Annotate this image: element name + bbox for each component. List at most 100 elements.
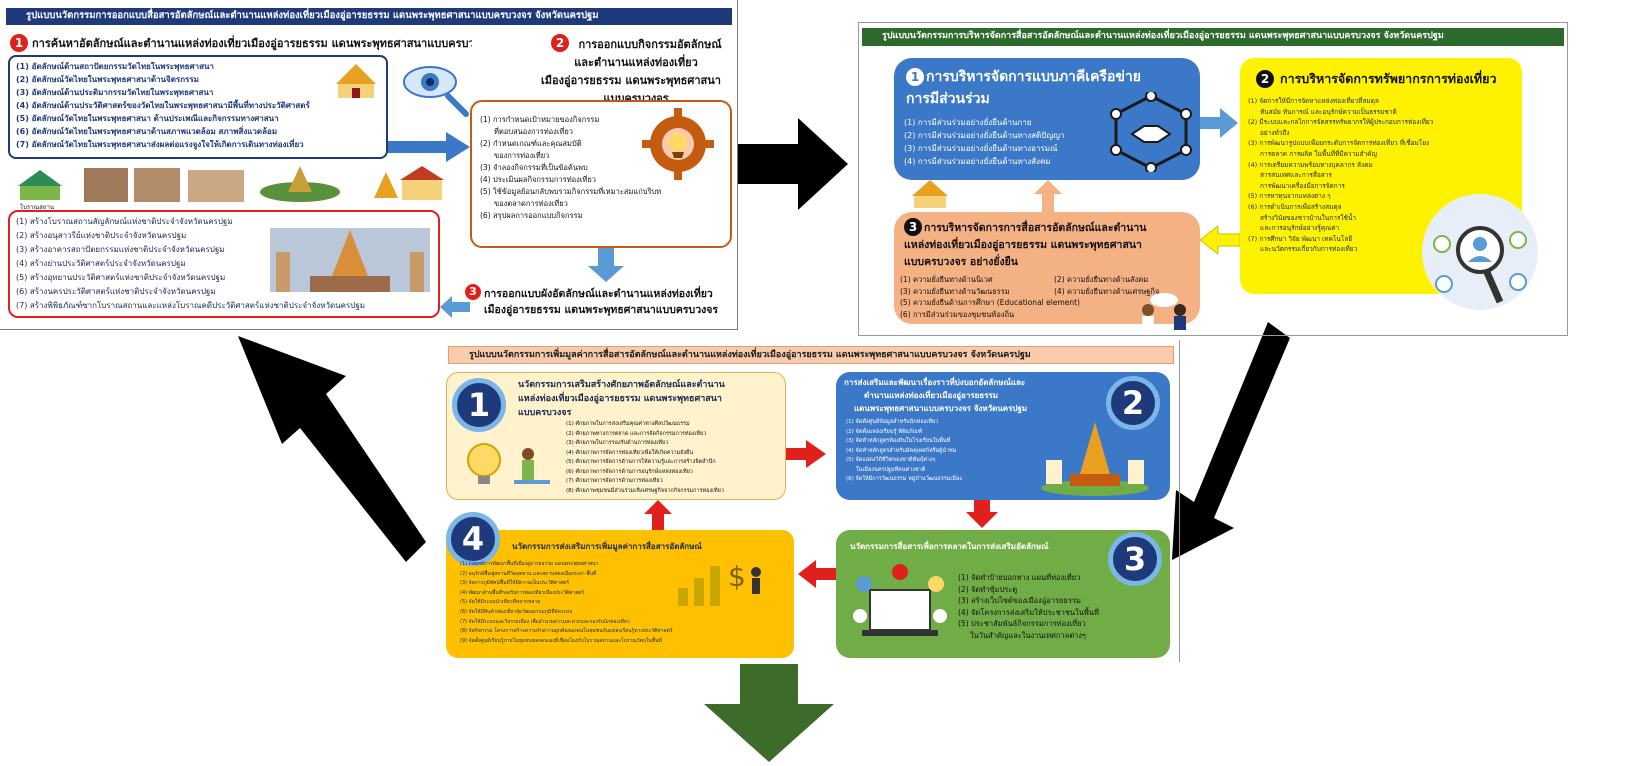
identity-item: (2) อัตลักษณ์วัดไทยในพระพุทธศาสนาด้านจิต… [16, 75, 199, 84]
panel-management [858, 22, 1568, 336]
story-item: ในเมืองนครปฐมที่คนต่างชาติ [856, 466, 926, 473]
money-growth-icon: $ [670, 552, 766, 608]
step-2-title-line: การออกแบบกิจกรรมอัตลักษณ์ [578, 38, 722, 51]
laptop-media-icon [850, 560, 950, 650]
value-add-promotion-box [446, 530, 794, 658]
box-2-badge: 2 [1256, 70, 1274, 88]
heritage-item: (5) สร้างอุทยานประวัติศาสตร์แห่งชาติประจ… [16, 273, 226, 282]
identity-item: (6) อัตลักษณ์วัดไทยในพระพุทธศาสนาด้านสภา… [16, 127, 278, 136]
arrow-right-lightblue [1200, 108, 1238, 138]
arrow-down-left-black [1172, 322, 1290, 560]
step-3-title-line: เมืองอู่อารยธรรม แดนพระพุทธศาสนาแบบครบวง… [484, 304, 719, 316]
resource-item: สร้างวินัยของชาวบ้านในการใช้น้ำ [1260, 213, 1357, 222]
story-item: (3) จัดทำหลักสูตรท้องถิ่นในโรงเรียนในพื้… [846, 438, 951, 444]
arrow-left-red [798, 560, 836, 588]
temple-small-icon [908, 180, 952, 210]
panel-value-add [438, 340, 1180, 662]
resource-item: และนวัตกรรมเกี่ยวกับการท่องเที่ยว [1260, 245, 1358, 254]
box-2-list: (1) จัดการให้มีการจัดหาแหล่งท่องเที่ยวที… [1248, 96, 1448, 255]
lightbulb-person-icon [458, 436, 558, 494]
panel-design-header: รูปแบบนวัตกรรมการออกแบบสื่อสารอัตลักษณ์แ… [6, 8, 732, 25]
box-c2-title-line: การส่งเสริมและพัฒนาเรื่องราวที่บ่งบอกอัต… [844, 378, 1026, 387]
value-item: (4) พัฒนาด้านพื้นที่รองรับการท่องเที่ยวเ… [460, 589, 585, 596]
resource-item: การตลาด การผลิต ในพื้นที่ที่มีความสำคัญ [1260, 149, 1378, 158]
identity-item: (1) อัตลักษณ์ด้านสถาปัตยกรรมวัดไทยในพระพ… [16, 62, 214, 71]
marketing-item: (4) จัดโครงการส่งเสริมให้ประชาชนในพื้นที… [958, 607, 1099, 617]
box-3-title-line: การบริหารจัดการการสื่อสารอัตลักษณ์และตำน… [924, 222, 1147, 234]
marketing-item: (1) จัดทำป้ายบอกทาง แผนที่ท่องเที่ยว [958, 573, 1081, 582]
arrow-down-blue [588, 248, 624, 282]
participation-item: (1) การมีส่วนร่วมอย่างยั่งยืนด้านกาย [904, 118, 1032, 127]
box-c2-list: (1) จัดตั้งศูนย์ข้อมูลสำหรับนักท่องเที่ย… [846, 418, 1046, 485]
sustainability-item: (2) ความยั่งยืนทางด้านสังคม [1054, 275, 1149, 284]
arrow-down-red [966, 500, 998, 528]
resource-item: (3) การพัฒนารูปแบบเพื่อยกระดับการจัดการท… [1248, 139, 1430, 148]
potential-item: (7) ศักยภาพการจัดการด้านการท่องเที่ยว [566, 478, 663, 484]
arrow-right-black [738, 118, 848, 210]
resource-item: และการอนุรักษ์อย่างรู้คุณค่า [1260, 224, 1340, 233]
potential-item: (8) ศักยภาพชุมชนมีส่วนร่วมเชิงเศรษฐกิจจา… [566, 487, 724, 494]
step-3-badge: 3 [465, 284, 481, 300]
panel-management-header: รูปแบบนวัตกรรมการบริหารจัดการสื่อสารอัตล… [862, 28, 1564, 46]
box-c1-title-line: แหล่งท่องเที่ยวเมืองอู่อารยธรรม แดนพระพุ… [518, 394, 722, 404]
step-2-title: การออกแบบกิจกรรมอัตลักษณ์ และตำนานแหล่งท… [540, 36, 732, 108]
box-1-title-line: การมีส่วนร่วม [906, 91, 990, 107]
arrow-up-left-black [238, 336, 426, 562]
box-c3-title: นวัตกรรมการสื่อสารเพื่อการตลาดในการส่งเส… [850, 542, 1049, 551]
box-1-title-line: การบริหารจัดการแบบภาคีเครือข่าย [926, 69, 1141, 85]
potential-item: (4) ศักยภาพการจัดการท่องเที่ยวเพื่อให้เก… [566, 449, 694, 456]
box-c1-title-line: แบบครบวงจร [518, 408, 572, 418]
eye-magnifier-icon [398, 52, 473, 122]
box-c1-badge: 1 [452, 378, 506, 432]
potential-item: (5) ศักยภาพการจัดการด้านการให้ความรู้และ… [566, 459, 716, 465]
resource-item: (2) มีระบบและกลไกการจัดสรรทรัพยากรให้ผู้… [1248, 118, 1434, 127]
activity-item: ของตลาดการท่องเที่ยว [494, 199, 568, 208]
potential-item: (2) ศักยภาพทางการตลาด และการจัดกิจกรรมกา… [566, 430, 707, 437]
marketing-item: (2) จัดทำซุ้มประตู [958, 584, 1018, 594]
box-c4-title: นวัตกรรมการส่งเสริมการเพิ่มมูลค่าการสื่อ… [512, 542, 702, 551]
activity-item: (1) การกำหนดเป้าหมายของกิจกรรม [480, 115, 600, 124]
panel-design [0, 0, 738, 330]
box-3-badge: 3 [904, 218, 922, 236]
identity-item: (7) อัตลักษณ์วัดไทยในพระพุทธศาสนาส่งผลต่… [16, 140, 304, 149]
resource-item: (6) การดำเนินการเพื่อสร้างสมดุล [1248, 202, 1342, 211]
potential-item: (1) ศักยภาพในการส่งเสริมคุณค่าทางศิลปวัฒ… [566, 421, 690, 427]
step-2-title-line: เมืองอู่อารยธรรม แดนพระพุทธศาสนา [541, 74, 721, 87]
heritage-item: (6) สร้างนครประวัติศาสตร์แห่งชาติประจำจั… [16, 287, 216, 296]
search-people-icon [1420, 192, 1540, 312]
resource-item: (1) จัดการให้มีการจัดหาแหล่งท่องเที่ยวที… [1248, 97, 1379, 105]
activity-item: ของการท่องเที่ยว [494, 151, 550, 160]
story-item: (2) จัดตั้งแหล่งเรียนรู้ พิพิธภัณฑ์ [846, 428, 923, 435]
box-c2-title-line: แดนพระพุทธศาสนาแบบครบวงจร จังหวัดนครปฐม [854, 404, 1028, 413]
arrow-up-peach [1034, 180, 1062, 212]
box-2-title: การบริหารจัดการทรัพยากรการท่องเที่ยว [1280, 71, 1497, 86]
gear-lightbulb-icon [640, 108, 716, 180]
activity-item: (5) ใช้ข้อมูลย้อนกลับพบรวมกิจกรรมที่เหมา… [480, 187, 662, 196]
box-1-list: (1) การมีส่วนร่วมอย่างยั่งยืนด้านกาย (2)… [904, 116, 1134, 168]
box-3-list: (1) ความยั่งยืนทางด้านนิเวศ (2) ความยั่ง… [900, 274, 1190, 320]
heritage-item: (2) สร้างอนุสาวรีย์แห่งชาติประจำจังหวัดน… [16, 231, 187, 240]
step-2-badge: 2 [551, 34, 569, 52]
value-item: (2) อนุรักษ์พื้นฟูสถานที่วัดอุทยาน และสถ… [460, 570, 597, 577]
marketing-item: ในวันสำคัญและในงานเทศกาลต่างๆ [970, 630, 1086, 640]
activity-item: (3) จำลองกิจกรรมที่เป็นข้อค้นพบ [480, 163, 588, 172]
heritage-item: (3) สร้างอาคารสถาปัตยกรรมแห่งชาติประจำจั… [16, 245, 225, 254]
value-item: (5) จัดให้มีระบบนำเที่ยวที่หลากหลาย [460, 599, 541, 606]
box-1-badge: 1 [906, 68, 924, 86]
sustainability-item: (5) ความยั่งยืนด้านการศึกษา (Educational… [900, 298, 1080, 307]
activity-item: (6) สรุปผลการออกแบบกิจกรรม [480, 211, 583, 220]
arrow-left-yellow [1199, 224, 1241, 256]
participation-item: (4) การมีส่วนร่วมอย่างยั่งยืนด้านทางสังค… [904, 157, 1051, 166]
step-1-badge: 1 [10, 34, 28, 52]
chedi-illustration [1040, 420, 1150, 496]
identity-item: (5) อัตลักษณ์วัดไทยในพระพุทธศาสนา ด้านปร… [16, 114, 279, 123]
step-2-title-line: และตำนานแหล่งท่องเที่ยว [574, 56, 698, 69]
resource-item: (7) การศึกษา วิจัย พัฒนา เทคโนโลยี [1248, 234, 1353, 243]
resource-item: การพัฒนาเครื่องมือการจัดการ [1260, 181, 1345, 190]
potential-item: (3) ศักยภาพในการรองรับด้านการท่องเที่ยว [566, 440, 669, 446]
value-item: (6) จัดให้มีสินค้าท่องเที่ยวจัดวัฒนธรรมภ… [460, 608, 573, 615]
value-item: (3) จัดการภูมิทัศน์พื้นที่ให้มีความเป็นป… [460, 580, 570, 587]
resource-item: สารสนเทศและการสื่อสาร [1260, 171, 1332, 180]
box-c4-list: (1) กลยุทธ์การพัฒนาพื้นที่เมืองอู่อารยธร… [460, 560, 786, 646]
step-3-title-line: การออกแบบผังอัตลักษณ์และตำนานแหล่งท่องเท… [484, 288, 713, 300]
